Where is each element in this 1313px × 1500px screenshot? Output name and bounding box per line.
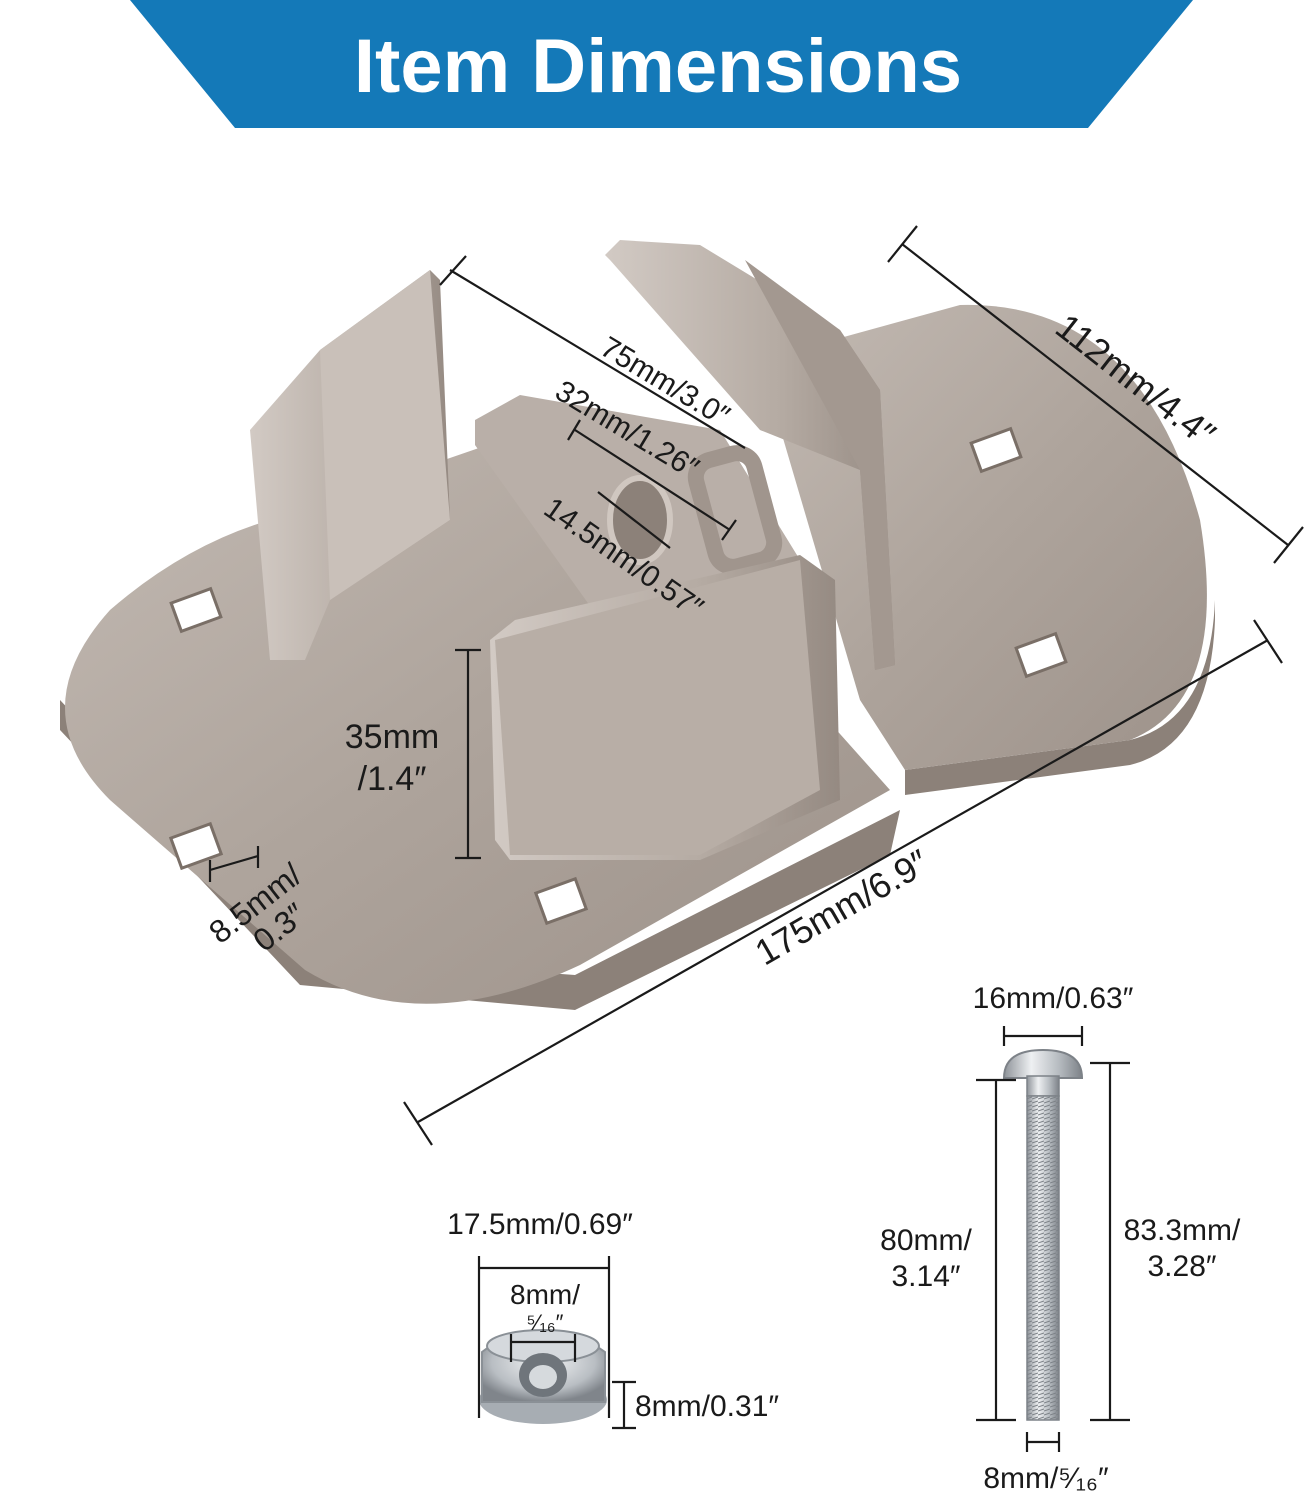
plate-dimension-lines xyxy=(208,225,1304,1146)
thread-diameter-label: 8mm/⁵⁄₁₆″ xyxy=(983,1462,1109,1495)
shank-length-label-in: 3.14″ xyxy=(891,1260,960,1293)
bolt-head xyxy=(1002,1048,1084,1079)
bolt-thread xyxy=(1027,1096,1059,1420)
thread-label-mm: 8mm/ xyxy=(510,1279,580,1310)
gap-dim-line xyxy=(449,269,746,449)
width-dim-tick xyxy=(887,225,918,263)
nut-height-label: 8mm/0.31″ xyxy=(635,1390,779,1423)
bolt-neck xyxy=(1026,1075,1060,1097)
width-dim-line xyxy=(901,243,1289,546)
total-length-label-in: 3.28″ xyxy=(1147,1250,1216,1283)
flange-diameter-label: 17.5mm/0.69″ xyxy=(447,1208,633,1241)
width-dim-tick xyxy=(1273,526,1304,564)
bolt-dimension-labels: 16mm/0.63″ 80mm/ 3.14″ 83.3mm/ 3.28″ 8mm… xyxy=(880,982,1241,1495)
length-dim-line xyxy=(417,639,1269,1123)
slot-dim-tick xyxy=(721,519,737,541)
nut-dimension-lines xyxy=(477,1256,636,1430)
head-diameter-label: 16mm/0.63″ xyxy=(973,982,1134,1015)
slot-dim-line xyxy=(574,429,731,531)
hasp-plate-illustration xyxy=(60,240,1215,1010)
title-banner: Item Dimensions xyxy=(130,0,1193,128)
staple-loop xyxy=(687,445,783,575)
square-hole-dim-line xyxy=(209,854,259,872)
round-hole xyxy=(607,475,673,565)
nut-hole-inner xyxy=(529,1365,557,1389)
total-length-label-mm: 83.3mm/ xyxy=(1124,1214,1241,1247)
hole-dim-line xyxy=(597,491,671,549)
right-guard-face xyxy=(745,260,895,670)
guard-height-label-mm: 35mm xyxy=(345,718,439,756)
guard-height-label-in: /1.4″ xyxy=(358,760,427,798)
square-hole xyxy=(969,426,1023,474)
length-dim-tick xyxy=(1253,619,1283,664)
bolt-dimension-lines xyxy=(976,1026,1130,1452)
square-hole xyxy=(169,586,223,634)
thread-label-in: ⁵⁄₁₆″ xyxy=(527,1310,564,1335)
shank-length-label-mm: 80mm/ xyxy=(880,1224,972,1257)
square-hole xyxy=(1014,631,1068,679)
nut-dimension-labels: 17.5mm/0.69″ 8mm/ ⁵⁄₁₆″ 8mm/0.31″ xyxy=(447,1208,779,1423)
front-guard-face xyxy=(495,560,820,855)
square-hole xyxy=(533,876,589,926)
carriage-bolt xyxy=(1002,1048,1084,1421)
gap-dim-tick xyxy=(439,255,467,286)
flange-nut xyxy=(479,1329,607,1424)
left-guard-face xyxy=(320,270,450,600)
length-dim-tick xyxy=(403,1101,433,1146)
slot-dim-tick xyxy=(567,419,581,441)
banner-title: Item Dimensions xyxy=(354,24,962,109)
square-hole xyxy=(168,821,224,871)
banner-shape xyxy=(130,0,1193,128)
right-plate-edge xyxy=(905,600,1215,795)
